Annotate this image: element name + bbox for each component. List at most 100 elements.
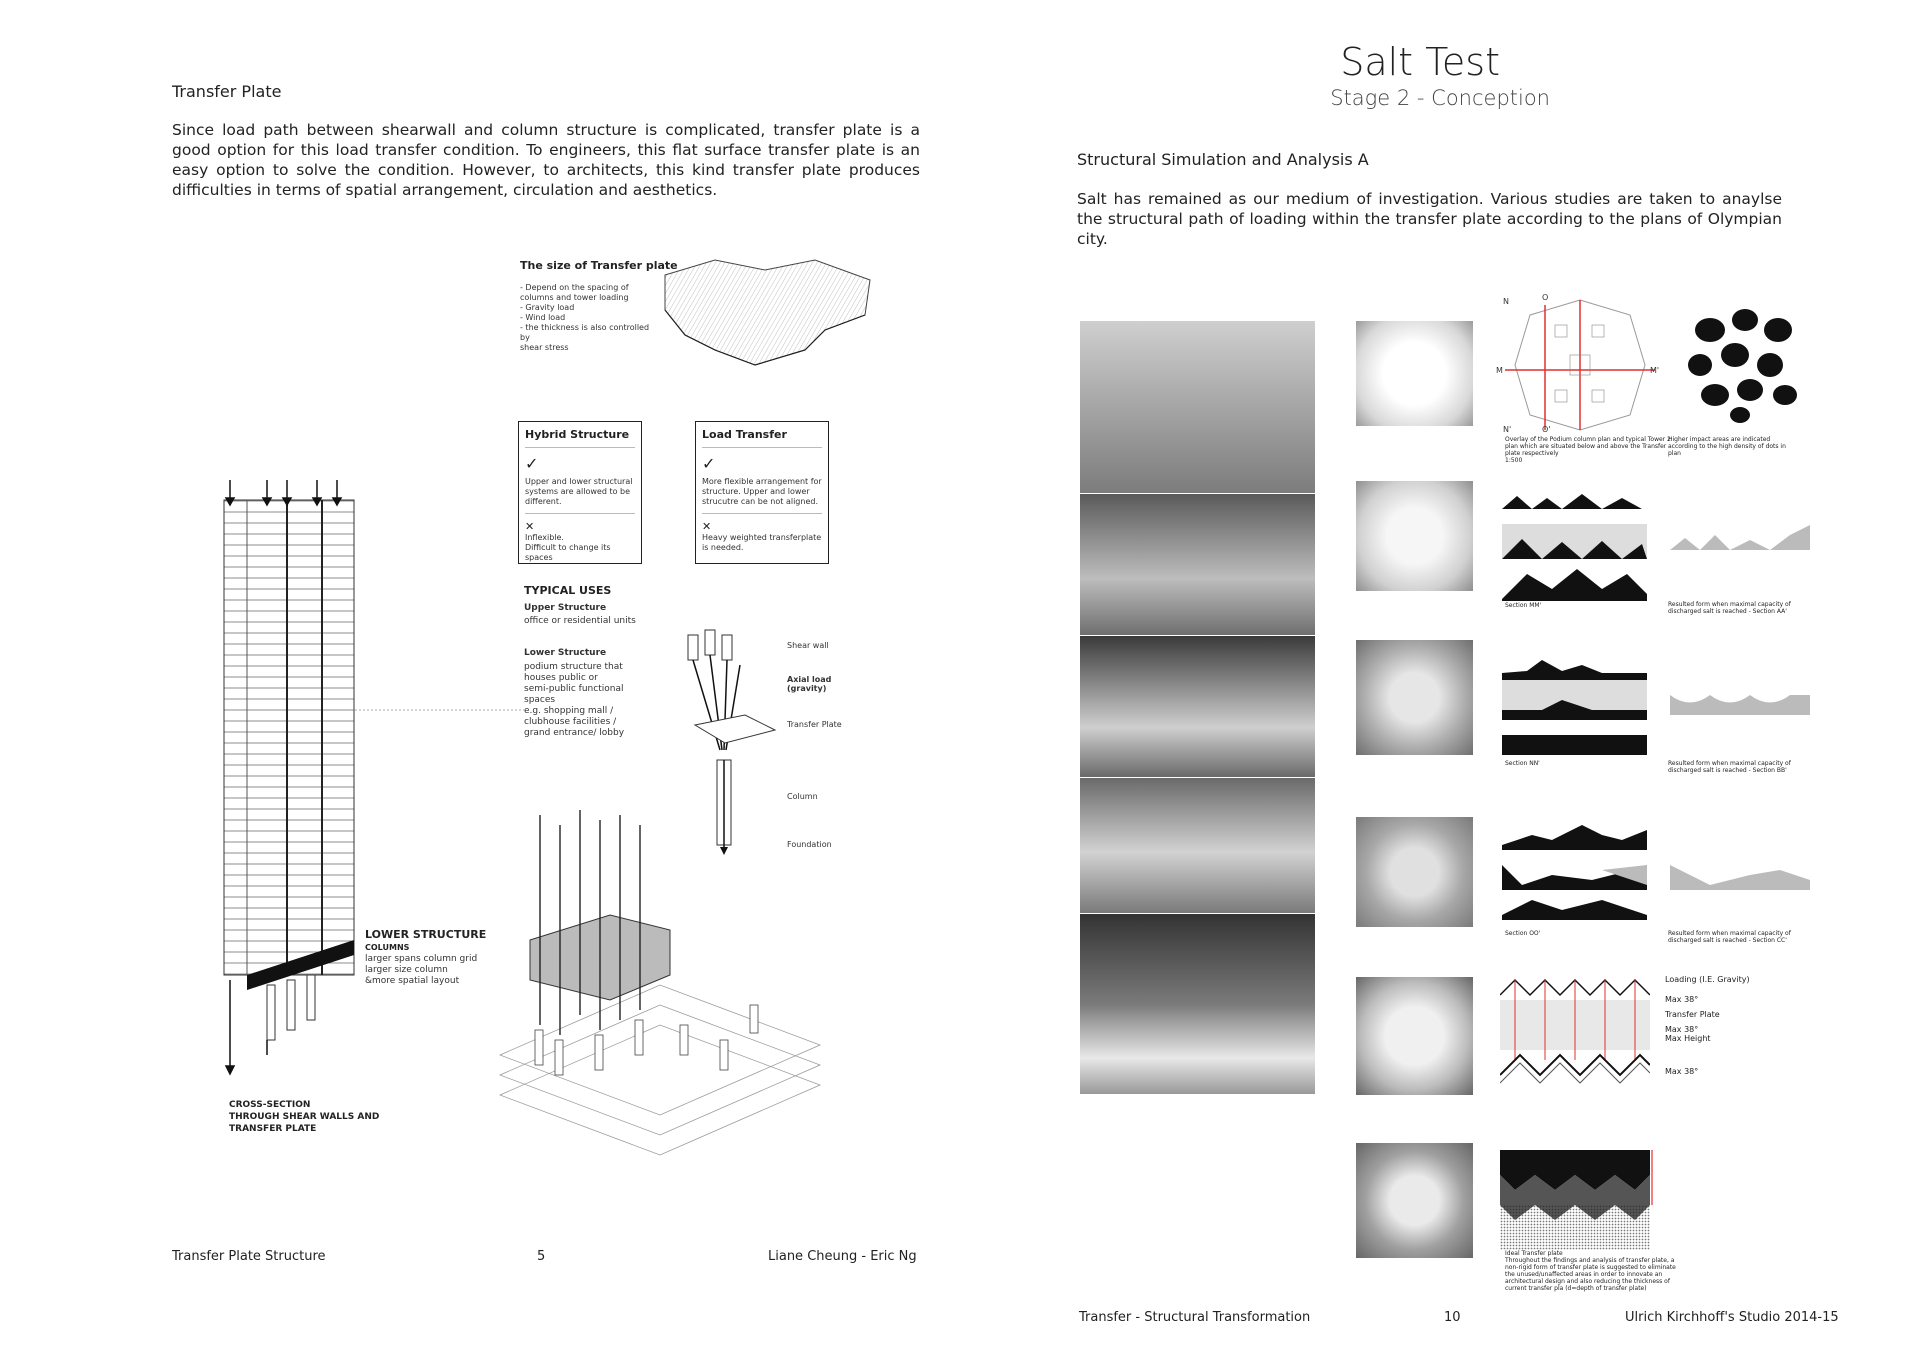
load-transfer-card: Load Transfer ✓ More flexible arrangemen… xyxy=(695,421,829,564)
size-item: - Depend on the spacing of xyxy=(520,283,629,292)
upper-structure-title: Upper Structure xyxy=(524,603,607,613)
impact-dots-diagram xyxy=(1688,309,1797,423)
left-footer-page: 5 xyxy=(537,1249,546,1264)
salt-photo-4 xyxy=(1080,778,1315,913)
lower-desc-line: spaces xyxy=(524,695,556,705)
lower-desc-line: e.g. shopping mall / xyxy=(524,706,614,716)
result-aa-caption: Resulted form when maximal capacity of d… xyxy=(1668,601,1791,615)
result-bb-caption: Resulted form when maximal capacity of d… xyxy=(1668,760,1791,774)
salt-photo-2 xyxy=(1080,494,1315,635)
typical-uses-title: TYPICAL USES xyxy=(524,584,612,597)
axial-load-sub-label: (gravity) xyxy=(787,684,827,693)
model-photo-4 xyxy=(1356,817,1473,927)
hybrid-title: Hybrid Structure xyxy=(525,428,630,441)
size-title: The size of Transfer plate xyxy=(520,259,678,272)
page-subtitle: Stage 2 - Conception xyxy=(1330,86,1550,110)
right-page: Salt Test Stage 2 - Conception Structura… xyxy=(960,0,1920,1358)
section-nn-caption: Section NN' xyxy=(1505,760,1540,767)
cross-section-line: CROSS-SECTION xyxy=(229,1100,311,1110)
left-heading: Transfer Plate xyxy=(172,82,282,101)
section-mm-diagram xyxy=(1502,494,1647,601)
left-body-text: Since load path between shearwall and co… xyxy=(172,121,920,199)
legend-max-height: Max Height xyxy=(1665,1034,1711,1043)
model-photo-6 xyxy=(1356,1143,1473,1258)
size-item: - Gravity load xyxy=(520,303,575,312)
columns-label: COLUMNS xyxy=(365,943,410,952)
size-item: shear stress xyxy=(520,343,569,352)
load-path-diagram xyxy=(687,629,777,855)
load-title: Load Transfer xyxy=(702,428,787,441)
left-footer-authors: Liane Cheung - Eric Ng xyxy=(768,1249,917,1264)
model-photo-3 xyxy=(1356,640,1473,755)
lower-structure-title: Lower Structure xyxy=(524,648,607,658)
tower-section-diagram xyxy=(223,480,355,1076)
overlay-caption: Overlay of the Podium column plan and ty… xyxy=(1505,436,1671,464)
cross-icon: ✕ xyxy=(525,520,535,533)
result-cc-caption: Resulted form when maximal capacity of d… xyxy=(1668,930,1791,944)
section-oo-caption: Section OO' xyxy=(1505,930,1541,937)
legend-max38-c: Max 38° xyxy=(1665,1067,1699,1076)
columns-desc: larger spans column grid larger size col… xyxy=(365,954,477,987)
salt-photo-5 xyxy=(1080,914,1315,1094)
load-con: Heavy weighted transferplate is needed. xyxy=(702,533,822,552)
plan-label-m2: M' xyxy=(1650,366,1660,375)
lower-desc-line: houses public or xyxy=(524,673,598,683)
size-item: - the thickness is also controlled by xyxy=(520,323,650,342)
exploded-iso-diagram xyxy=(498,810,822,1156)
hybrid-pro: Upper and lower structural systems are a… xyxy=(525,477,633,506)
shear-wall-label: Shear wall xyxy=(787,641,829,650)
left-page: Transfer Plate Since load path between s… xyxy=(172,82,920,1264)
cross-section-line: THROUGH SHEAR WALLS AND xyxy=(229,1112,380,1122)
check-icon: ✓ xyxy=(702,454,716,473)
plan-label-o: O xyxy=(1542,293,1549,302)
right-footer-title: Transfer - Structural Transformation xyxy=(1079,1310,1311,1325)
transfer-plate-iso-sketch xyxy=(664,259,871,366)
legend-max38-b: Max 38° xyxy=(1665,1025,1699,1034)
axial-load-label: Axial load xyxy=(787,675,832,684)
ideal-caption: Ideal Transfer plate Throughout the find… xyxy=(1505,1250,1676,1292)
hybrid-structure-card: Hybrid Structure ✓ Upper and lower struc… xyxy=(518,421,642,564)
legend-loading: Loading (I.E. Gravity) xyxy=(1665,975,1750,984)
salt-photo-1 xyxy=(1080,321,1315,493)
result-aa-diagram xyxy=(1670,525,1810,550)
size-item: columns and tower loading xyxy=(520,293,629,302)
foundation-label: Foundation xyxy=(787,840,832,849)
load-pro: More flexible arrangement for structure.… xyxy=(702,477,822,506)
right-footer-studio: Ulrich Kirchhoff's Studio 2014-15 xyxy=(1625,1310,1839,1325)
transfer-plate-load-diagram xyxy=(1500,978,1650,1084)
lower-desc-line: podium structure that xyxy=(524,662,623,672)
plan-label-m: M xyxy=(1496,366,1503,375)
cross-icon: ✕ xyxy=(702,520,712,533)
model-photo-2 xyxy=(1356,481,1473,591)
salt-photo-3 xyxy=(1080,636,1315,777)
right-body-text: Salt has remained as our medium of inves… xyxy=(1077,190,1782,248)
ideal-transfer-plate-diagram xyxy=(1500,1150,1653,1250)
columns-desc-line: larger size column xyxy=(365,965,448,975)
upper-structure-desc: office or residential units xyxy=(524,616,636,626)
plan-label-n: N xyxy=(1503,297,1509,306)
hybrid-con: Inflexible. Difficult to change its spac… xyxy=(525,533,611,562)
section-oo-diagram xyxy=(1502,825,1647,920)
size-list: - Depend on the spacing of columns and t… xyxy=(520,283,660,353)
leader-line xyxy=(355,709,525,711)
lower-desc-line: clubhouse facilities / xyxy=(524,717,617,727)
check-icon: ✓ xyxy=(525,454,539,473)
section-nn-diagram xyxy=(1502,660,1647,755)
result-bb-diagram xyxy=(1670,695,1810,715)
lower-desc-line: semi-public functional xyxy=(524,684,624,694)
plan-label-n2: N' xyxy=(1503,425,1512,434)
right-footer-page: 10 xyxy=(1444,1310,1461,1325)
size-item: - Wind load xyxy=(520,313,566,322)
lower-structure-label: LOWER STRUCTURE xyxy=(365,928,487,941)
transfer-plate-label: Transfer Plate xyxy=(787,720,842,729)
cross-section-label: CROSS-SECTION THROUGH SHEAR WALLS AND TR… xyxy=(229,1099,379,1135)
section-mm-caption: Section MM' xyxy=(1505,602,1542,609)
lower-structure-desc: podium structure that houses public or s… xyxy=(524,662,644,739)
impact-caption: Higher impact areas are indicated accord… xyxy=(1668,436,1786,457)
columns-desc-line: larger spans column grid xyxy=(365,954,478,964)
page-title: Salt Test xyxy=(1340,40,1500,84)
lower-desc-line: grand entrance/ lobby xyxy=(524,728,625,738)
legend-transfer-plate: Transfer Plate xyxy=(1665,1010,1720,1019)
columns-desc-line: &more spatial layout xyxy=(365,976,460,986)
right-heading: Structural Simulation and Analysis A xyxy=(1077,150,1369,169)
